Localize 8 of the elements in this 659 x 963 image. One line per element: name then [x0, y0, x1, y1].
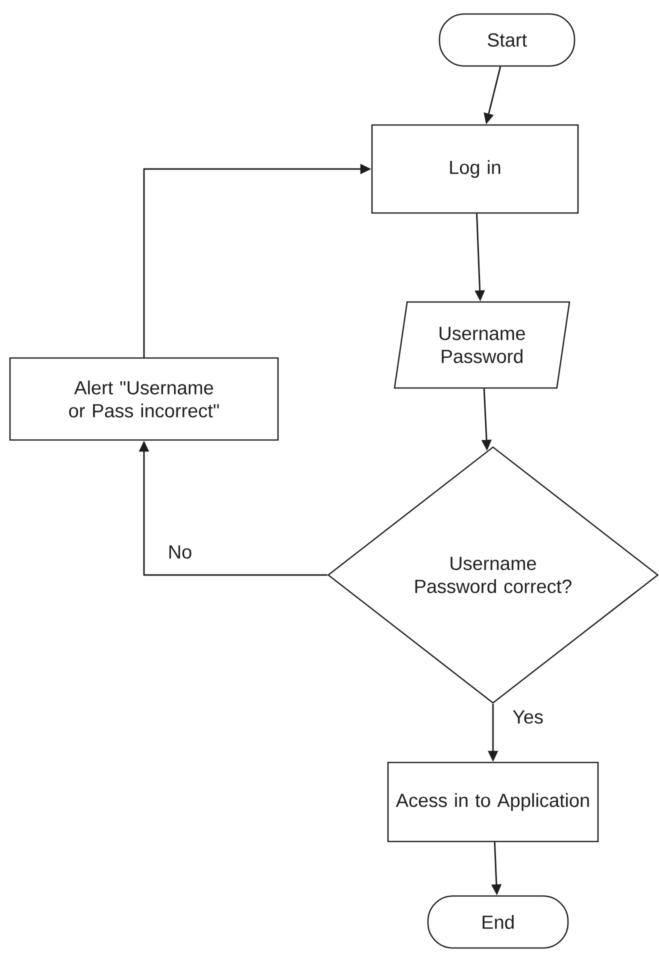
- edge-label: No: [166, 543, 194, 561]
- terminal-box: End: [427, 895, 569, 949]
- edge-label: Yes: [510, 708, 546, 726]
- input-parallelogram: Username Password: [394, 301, 570, 389]
- terminal-box: Start: [438, 13, 576, 67]
- process-box: Alert "Username or Pass incorrect": [9, 357, 279, 441]
- process-box: Log in: [371, 124, 579, 214]
- process-box: Acess in to Application: [387, 762, 599, 842]
